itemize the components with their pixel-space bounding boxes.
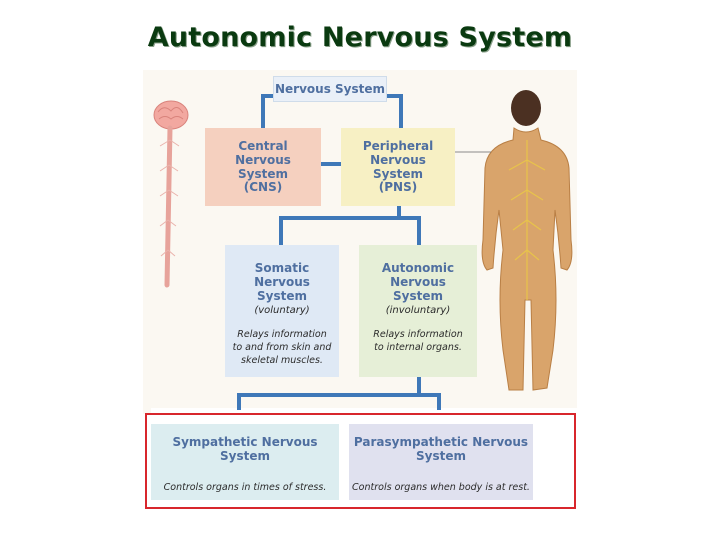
autonomic-type: (involuntary) <box>385 305 451 317</box>
nervous-system-diagram: Nervous System Central Nervous System (C… <box>143 70 577 410</box>
human-figure-illustration <box>481 90 573 391</box>
brain-spinal-cord-illustration <box>153 100 189 288</box>
autonomic-description: Relays information to internal organs. <box>373 328 463 353</box>
parasympathetic-label: Parasympathetic Nervous System <box>353 435 529 463</box>
parasympathetic-description: Controls organs when body is at rest. <box>352 481 530 493</box>
connector-lines <box>153 90 573 410</box>
parasympathetic-nervous-system-box: Parasympathetic Nervous System Controls … <box>349 424 533 500</box>
central-nervous-system-box: Central Nervous System (CNS) <box>205 128 321 206</box>
autonomic-label: Autonomic Nervous System <box>381 261 455 303</box>
sympathetic-description: Controls organs in times of stress. <box>163 481 327 493</box>
somatic-description: Relays information to and from skin and … <box>232 328 332 366</box>
somatic-type: (voluntary) <box>254 305 310 317</box>
peripheral-nervous-system-box: Peripheral Nervous System (PNS) <box>341 128 455 206</box>
cns-abbr: (CNS) <box>243 180 283 195</box>
nervous-system-box: Nervous System <box>273 76 387 102</box>
highlight-frame: Sympathetic Nervous System Controls orga… <box>145 413 576 509</box>
cns-label: Central Nervous System <box>235 139 291 181</box>
sympathetic-label: Sympathetic Nervous System <box>172 435 318 463</box>
pns-label: Peripheral Nervous System <box>362 139 434 181</box>
autonomic-nervous-system-box: Autonomic Nervous System (involuntary) R… <box>359 245 477 377</box>
slide-title: Autonomic Nervous System <box>147 22 573 53</box>
somatic-label: Somatic Nervous System <box>254 261 310 303</box>
pns-abbr: (PNS) <box>378 180 418 195</box>
nervous-system-label: Nervous System <box>274 82 385 96</box>
figure-edge <box>143 408 151 414</box>
sympathetic-nervous-system-box: Sympathetic Nervous System Controls orga… <box>151 424 339 500</box>
somatic-nervous-system-box: Somatic Nervous System (voluntary) Relay… <box>225 245 339 377</box>
